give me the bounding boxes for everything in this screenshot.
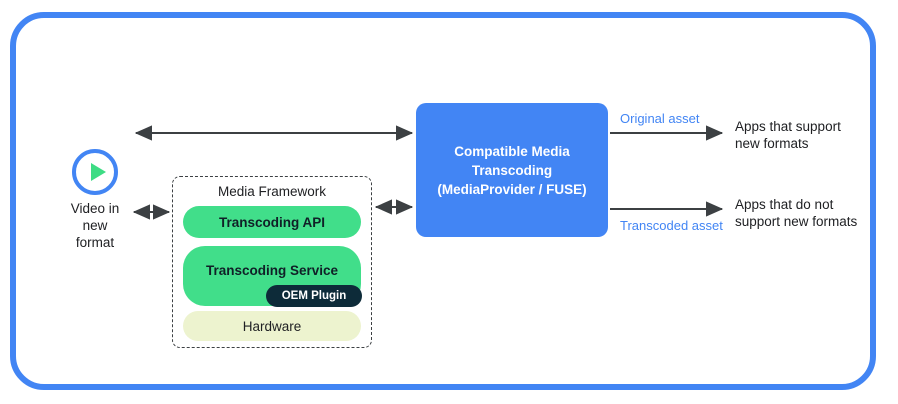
media-framework-title: Media Framework: [217, 184, 327, 199]
oem-plugin-pill[interactable]: OEM Plugin: [266, 285, 362, 307]
original-asset-label: Original asset: [620, 111, 700, 126]
apps-supporting-label: Apps that support new formats: [735, 119, 841, 151]
apps-not-supporting-label: Apps that do not support new formats: [735, 197, 858, 229]
transcoding-api-pill[interactable]: Transcoding API: [183, 206, 361, 238]
video-source-label: Video in new format: [70, 201, 120, 250]
hardware-pill[interactable]: Hardware: [183, 311, 361, 341]
play-circle-icon: [72, 149, 118, 195]
compatible-media-transcoding-box[interactable]: Compatible Media Transcoding (MediaProvi…: [416, 103, 608, 237]
play-triangle-icon: [91, 163, 106, 181]
transcoded-asset-label: Transcoded asset: [620, 218, 723, 233]
